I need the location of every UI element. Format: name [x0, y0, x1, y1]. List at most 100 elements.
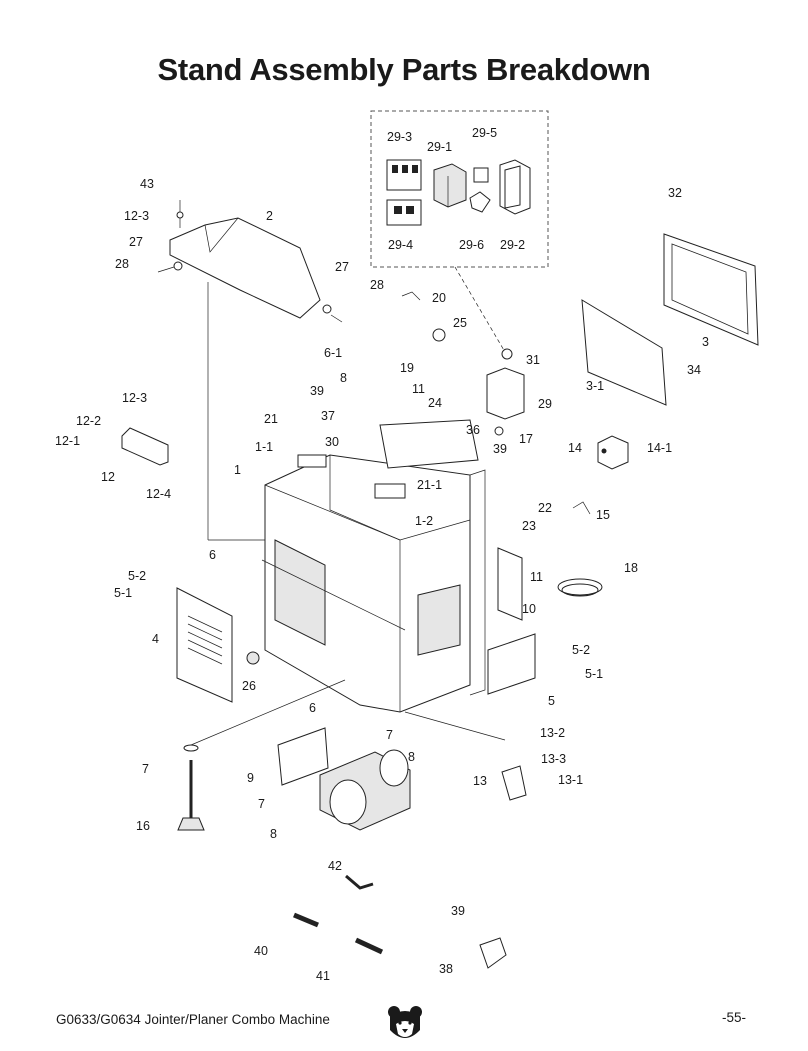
- callout-36: 36: [466, 423, 480, 437]
- box-14: [597, 435, 629, 470]
- callout-5-2b: 5-2: [572, 643, 590, 657]
- callout-16: 16: [136, 819, 150, 833]
- callout-41: 41: [316, 969, 330, 983]
- callout-13: 13: [473, 774, 487, 788]
- callout-21: 21: [264, 412, 278, 426]
- callout-1-1: 1-1: [255, 440, 273, 454]
- electrical-inset-box: [370, 110, 549, 268]
- callout-39: 39: [310, 384, 324, 398]
- footer-model: G0633/G0634 Jointer/Planer Combo Machine: [56, 1012, 330, 1027]
- callout-32: 32: [668, 186, 682, 200]
- callout-28b: 28: [370, 278, 384, 292]
- contactor-29-4: [386, 199, 422, 226]
- grizzly-bear-logo: [388, 1006, 422, 1038]
- callout-25: 25: [453, 316, 467, 330]
- wrench-41: [354, 937, 384, 955]
- vented-panel-4: [176, 587, 233, 703]
- hex-wrench-42: [345, 874, 374, 890]
- callout-10: 10: [522, 602, 536, 616]
- callout-7: 7: [386, 728, 393, 742]
- cap-38: [479, 937, 507, 969]
- callout-12-2: 12-2: [76, 414, 101, 428]
- callout-13-1: 13-1: [558, 773, 583, 787]
- cord-15: [572, 501, 591, 515]
- callout-11b: 11: [530, 570, 543, 584]
- callout-30: 30: [325, 435, 339, 449]
- relay-29-1: [433, 163, 467, 208]
- callout-12: 12: [101, 470, 115, 484]
- strip-10: [497, 547, 523, 621]
- block-29-5: [473, 167, 489, 183]
- cover-29-2: [499, 159, 531, 215]
- callout-15: 15: [596, 508, 610, 522]
- bracket-1-1: [297, 454, 327, 468]
- bushing-26: [246, 651, 260, 665]
- callout-1-2: 1-2: [415, 514, 433, 528]
- callout-1: 1: [234, 463, 241, 477]
- page-number: -55-: [722, 1010, 747, 1025]
- callout-12-4: 12-4: [146, 487, 171, 501]
- callout-12-3: 12-3: [124, 209, 149, 223]
- cable-18: [557, 578, 603, 596]
- contactor-29-3: [386, 159, 422, 191]
- callout-14: 14: [568, 441, 582, 455]
- upper-cover-2: [169, 217, 321, 319]
- callout-39b: 39: [493, 442, 507, 456]
- callout-38: 38: [439, 962, 453, 976]
- bracket-13: [501, 765, 527, 801]
- callout-13-2: 13-2: [540, 726, 565, 740]
- callout-19: 19: [400, 361, 414, 375]
- callout-27b: 27: [335, 260, 349, 274]
- callout-8c: 8: [270, 827, 277, 841]
- callout-34: 34: [687, 363, 701, 377]
- button-29-6: [469, 191, 491, 213]
- callout-17: 17: [519, 432, 533, 446]
- callout-29-6: 29-6: [459, 238, 484, 252]
- grommet-25: [432, 328, 446, 342]
- callout-13-3: 13-3: [541, 752, 566, 766]
- leveling-foot-16: [177, 744, 205, 831]
- callout-18: 18: [624, 561, 638, 575]
- panel-3-1: [581, 299, 667, 406]
- callout-29-1: 29-1: [427, 140, 452, 154]
- callout-20: 20: [432, 291, 446, 305]
- callout-37: 37: [321, 409, 335, 423]
- plate-12: [121, 427, 169, 466]
- callout-3-1: 3-1: [586, 379, 604, 393]
- callout-12-3b: 12-3: [122, 391, 147, 405]
- callout-12-1: 12-1: [55, 434, 80, 448]
- callout-5-1: 5-1: [114, 586, 132, 600]
- wrench-40: [293, 912, 319, 928]
- callout-40: 40: [254, 944, 268, 958]
- callout-4: 4: [152, 632, 159, 646]
- callout-23: 23: [522, 519, 536, 533]
- callout-39c: 39: [451, 904, 465, 918]
- washer-27: [173, 261, 183, 271]
- inset-leader: [454, 266, 506, 353]
- callout-6-1: 6-1: [324, 346, 342, 360]
- callout-2: 2: [266, 209, 273, 223]
- upper-frame-24: [379, 419, 479, 469]
- callout-7b: 7: [142, 762, 149, 776]
- callout-29: 29: [538, 397, 552, 411]
- callout-3: 3: [702, 335, 709, 349]
- callout-6b: 6: [309, 701, 316, 715]
- callout-11: 11: [412, 382, 425, 396]
- page-title: Stand Assembly Parts Breakdown: [157, 52, 651, 87]
- callout-29-4: 29-4: [388, 238, 413, 252]
- callout-6: 6: [209, 548, 216, 562]
- callout-7c: 7: [258, 797, 265, 811]
- cover-plate-5: [487, 633, 536, 695]
- callout-29-3: 29-3: [387, 130, 412, 144]
- callout-8b: 8: [408, 750, 415, 764]
- callout-24: 24: [428, 396, 442, 410]
- callout-28: 28: [115, 257, 129, 271]
- stand-cabinet: [264, 419, 486, 713]
- callout-9: 9: [247, 771, 254, 785]
- switch-box-29: [486, 367, 525, 420]
- callout-5-1b: 5-1: [585, 667, 603, 681]
- motor: [277, 727, 411, 831]
- callout-5-2: 5-2: [128, 569, 146, 583]
- callout-42: 42: [328, 859, 342, 873]
